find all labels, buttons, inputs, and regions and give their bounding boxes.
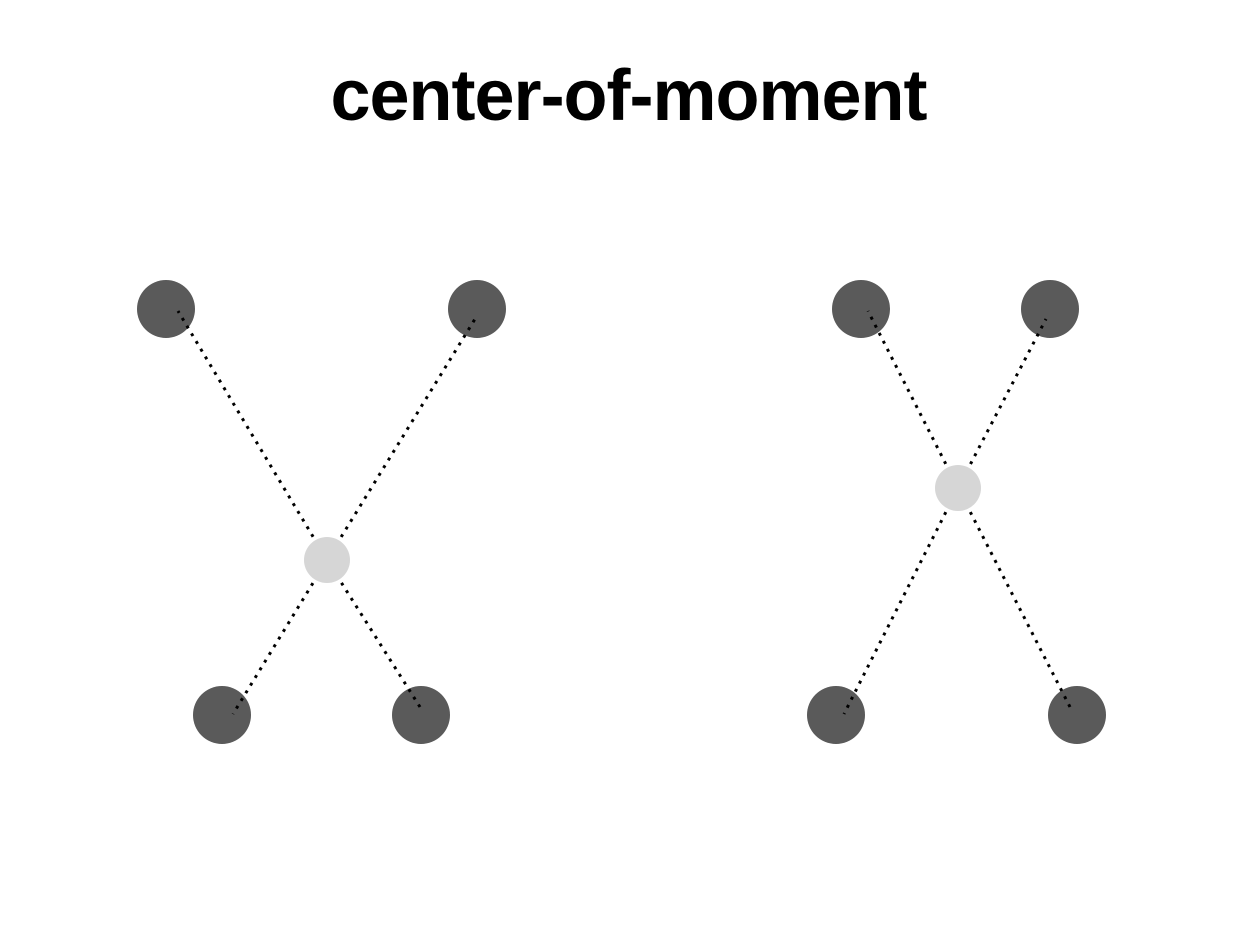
right-diagram: [807, 280, 1106, 744]
left-diagram: [137, 280, 506, 744]
right-node-bottom-left: [807, 686, 865, 744]
left-node-top-left: [137, 280, 195, 338]
left-connector-top-left: [176, 310, 329, 561]
right-connector-bottom-left: [842, 487, 960, 715]
right-connector-top-right: [956, 318, 1048, 489]
left-connector-bottom-right: [325, 559, 422, 708]
right-node-bottom-right: [1048, 686, 1106, 744]
left-node-bottom-left: [193, 686, 251, 744]
right-node-top-left: [832, 280, 890, 338]
right-center-of-moment-node: [935, 465, 981, 511]
right-connector-top-left: [866, 310, 960, 489]
left-node-top-right: [448, 280, 506, 338]
right-connector-bottom-right: [956, 487, 1072, 708]
left-connector-top-right: [325, 318, 477, 561]
left-center-of-moment-node: [304, 537, 350, 583]
left-connector-bottom-left: [231, 559, 329, 715]
left-node-bottom-right: [392, 686, 450, 744]
right-node-top-right: [1021, 280, 1079, 338]
page-title: center-of-moment: [330, 56, 927, 136]
